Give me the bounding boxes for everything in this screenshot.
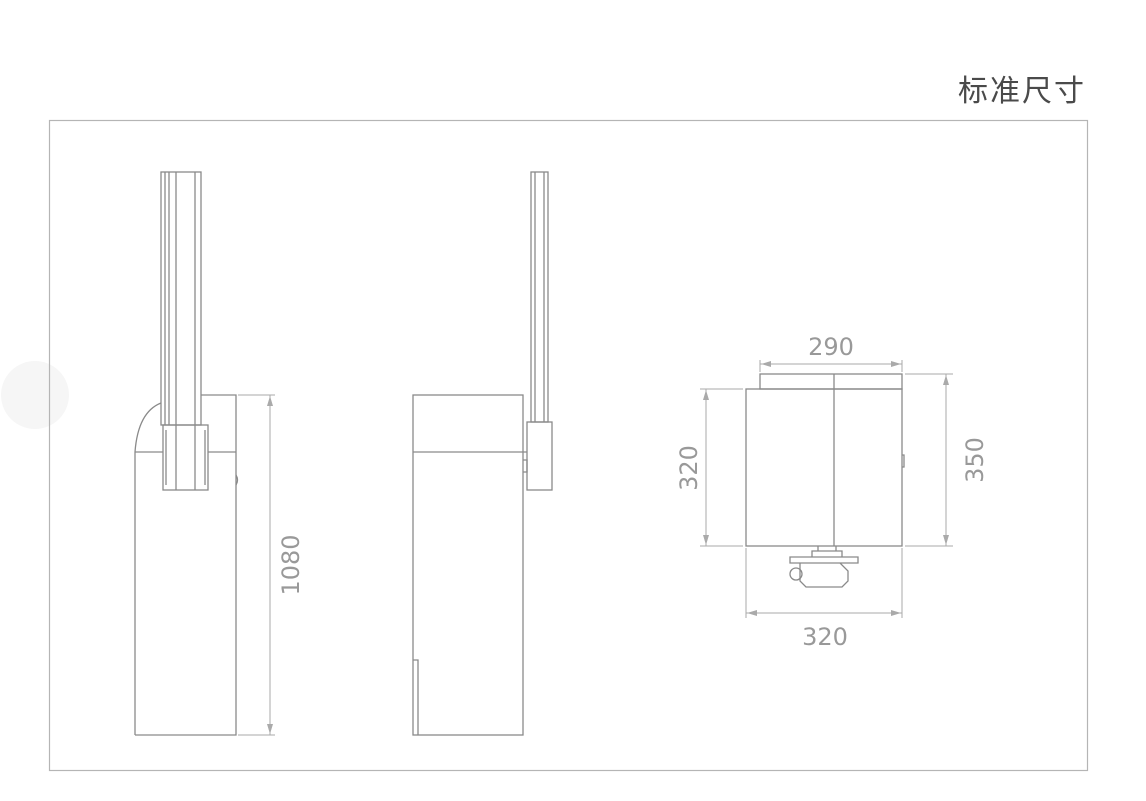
width-dimension-top: 290 <box>759 333 903 372</box>
depth-left-label: 320 <box>675 445 703 491</box>
side-view <box>412 171 553 736</box>
bottom-width-label: 320 <box>802 623 848 651</box>
page-title: 标准尺寸 <box>958 74 1086 109</box>
top-width-label: 290 <box>808 333 854 361</box>
height-dimension: 1080 <box>238 394 305 736</box>
top-view <box>745 373 905 588</box>
front-view <box>134 171 239 736</box>
depth-dimension-right: 350 <box>905 373 989 547</box>
nav-back-icon[interactable] <box>1 361 69 429</box>
drawing-frame <box>48 119 1089 772</box>
depth-dimension-left: 320 <box>675 388 743 547</box>
depth-right-label: 350 <box>961 437 989 483</box>
width-dimension-bottom: 320 <box>745 548 903 651</box>
height-label: 1080 <box>277 534 305 595</box>
